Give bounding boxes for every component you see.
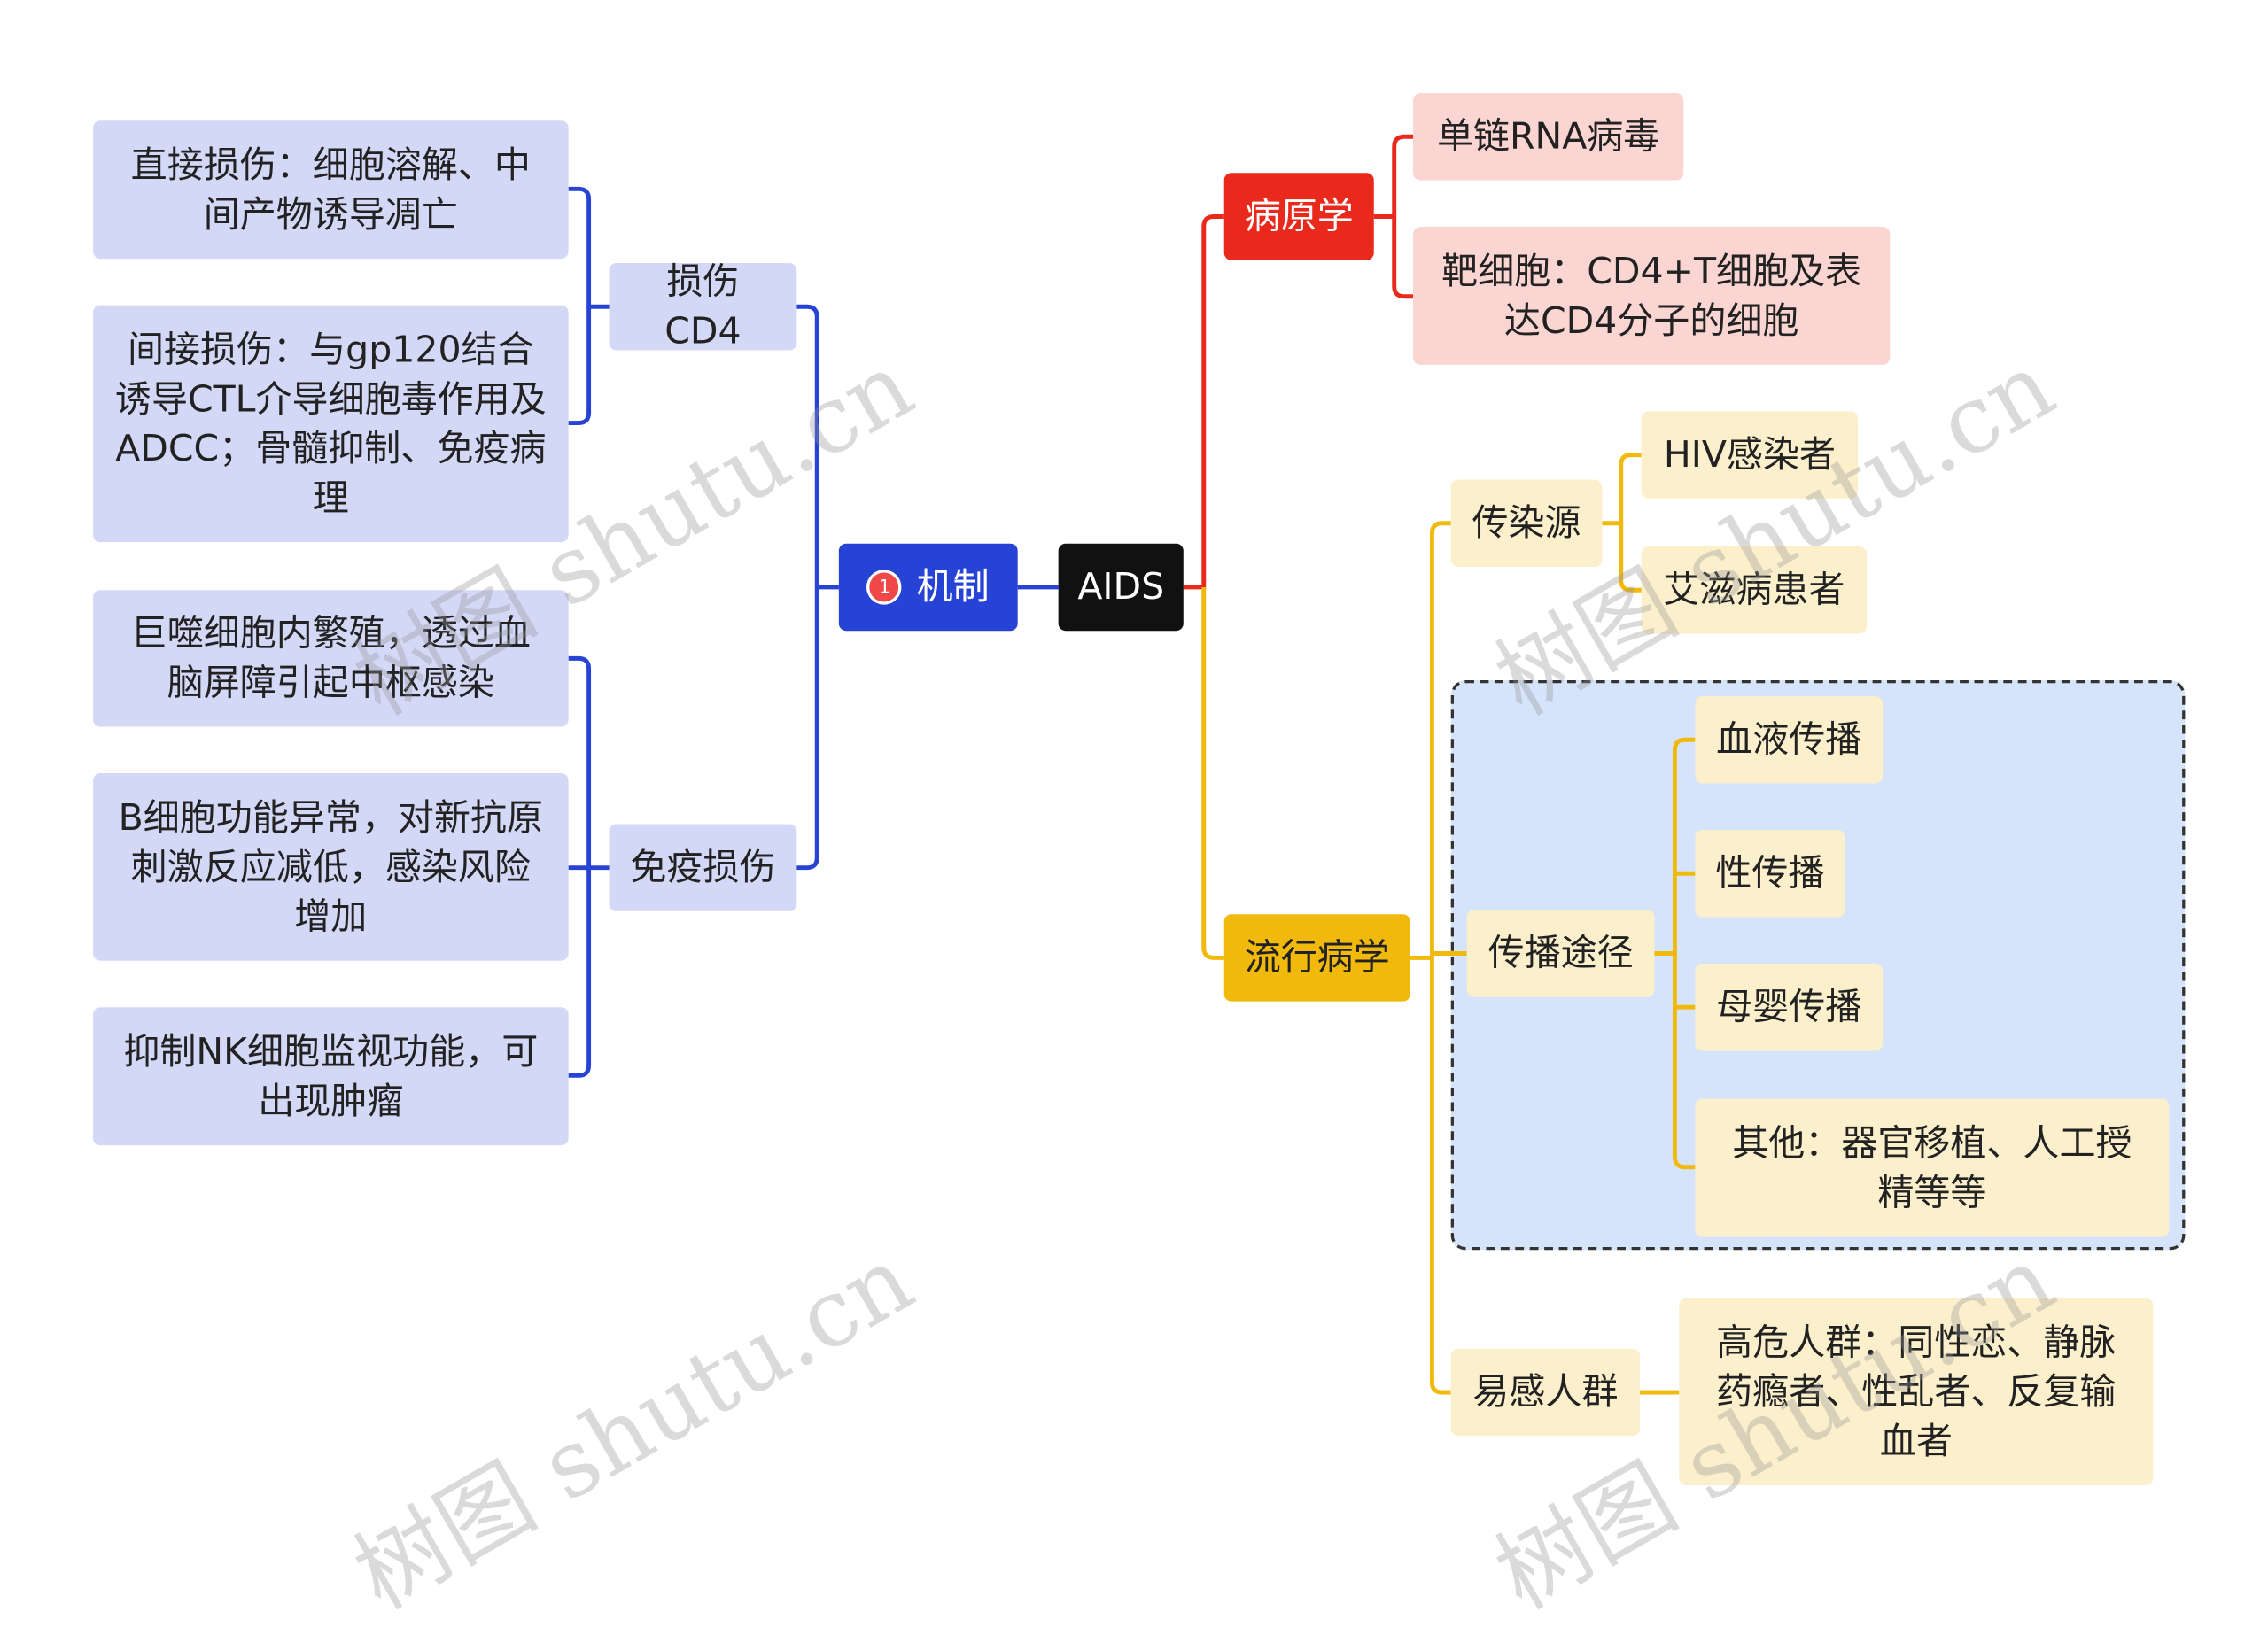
node-label: 血液传播 [1716, 717, 1862, 761]
node-transmission-route[interactable]: 传播途径 [1466, 910, 1655, 997]
connector-root-epidemiology [1201, 586, 1224, 960]
node-immune-damage[interactable]: 免疫损伤 [609, 824, 797, 911]
leaf-aids-patients[interactable]: 艾滋病患者 [1641, 546, 1868, 634]
connector-lines [568, 134, 1696, 1395]
node-label: 其他：器官移植、人工授精等等 [1732, 1121, 2132, 1213]
node-label: HIV感染者 [1663, 433, 1836, 476]
leaf-ssrna-virus[interactable]: 单链RNA病毒 [1413, 93, 1684, 181]
node-label: B细胞功能异常，对新抗原刺激反应减低，感染风险增加 [118, 795, 544, 937]
node-label: 单链RNA病毒 [1436, 114, 1660, 158]
leaf-target-cells[interactable]: 靶细胞：CD4+T细胞及表达CD4分子的细胞 [1413, 226, 1891, 365]
node-etiology[interactable]: 病原学 [1223, 173, 1374, 260]
node-infection-source[interactable]: 传染源 [1450, 479, 1603, 567]
node-label: 抑制NK细胞监视功能，可出现肿瘤 [123, 1029, 539, 1122]
node-susceptible[interactable]: 易感人群 [1450, 1348, 1641, 1437]
node-label: 靶细胞：CD4+T细胞及表达CD4分子的细胞 [1441, 249, 1862, 341]
leaf-nk-cell[interactable]: 抑制NK细胞监视功能，可出现肿瘤 [93, 1007, 569, 1146]
leaf-hiv-infected[interactable]: HIV感染者 [1641, 411, 1859, 499]
mindmap-canvas: AIDS 1 机制 损伤CD4 免疫损伤 直接损伤：细胞溶解、中间产物诱导凋亡 间… [93, 93, 2186, 1631]
connector-cd4-children [568, 186, 610, 425]
leaf-other-routes[interactable]: 其他：器官移植、人工授精等等 [1695, 1098, 2170, 1237]
leaf-indirect-damage[interactable]: 间接损伤：与gp120结合诱导CTL介导细胞毒作用及ADCC；骨髓抑制、免疫病理 [93, 305, 569, 543]
node-label: 病原学 [1244, 194, 1354, 237]
leaf-b-cell[interactable]: B细胞功能异常，对新抗原刺激反应减低，感染风险增加 [93, 773, 569, 961]
node-label: 损伤CD4 [664, 260, 742, 353]
node-label: 高危人群：同性恋、静脉药瘾者、性乱者、反复输血者 [1716, 1320, 2117, 1462]
node-label: 免疫损伤 [630, 846, 776, 888]
node-label: 传染源 [1472, 501, 1581, 544]
priority-1-icon: 1 [866, 570, 903, 605]
leaf-blood[interactable]: 血液传播 [1695, 696, 1884, 784]
leaf-mother-infant[interactable]: 母婴传播 [1695, 963, 1884, 1051]
node-label: 易感人群 [1472, 1370, 1619, 1414]
connector-immune-children [568, 655, 610, 1078]
connector-mechanism-branches [796, 304, 839, 871]
root-label: AIDS [1077, 565, 1165, 608]
node-label: 流行病学 [1244, 935, 1390, 979]
node-label: 传播途径 [1487, 931, 1634, 974]
leaf-direct-damage[interactable]: 直接损伤：细胞溶解、中间产物诱导凋亡 [93, 120, 569, 260]
node-label: 母婴传播 [1716, 985, 1862, 1028]
node-epidemiology[interactable]: 流行病学 [1223, 914, 1410, 1002]
connector-root-etiology [1183, 214, 1224, 590]
node-label: 巨噬细胞内繁殖，透过血脑屏障引起中枢感染 [130, 611, 531, 704]
node-label: 直接损伤：细胞溶解、中间产物诱导凋亡 [130, 143, 531, 236]
root-node-aids[interactable]: AIDS [1058, 543, 1184, 632]
node-label: 艾滋病患者 [1663, 568, 1845, 611]
leaf-macrophage[interactable]: 巨噬细胞内繁殖，透过血脑屏障引起中枢感染 [93, 590, 569, 727]
leaf-sexual[interactable]: 性传播 [1695, 830, 1845, 918]
node-mechanism[interactable]: 1 机制 [838, 543, 1018, 632]
leaf-high-risk[interactable]: 高危人群：同性恋、静脉药瘾者、性乱者、反复输血者 [1679, 1298, 2154, 1486]
connector-route-children [1654, 737, 1696, 1170]
node-mechanism-label: 机制 [916, 565, 990, 608]
node-cd4-damage[interactable]: 损伤CD4 [609, 260, 797, 352]
node-label: 性传播 [1715, 851, 1825, 895]
connector-epidemiology-children [1410, 521, 1467, 1395]
connector-source-children [1602, 453, 1642, 593]
node-label: 间接损伤：与gp120结合诱导CTL介导细胞毒作用及ADCC；骨髓抑制、免疫病理 [114, 328, 547, 519]
connector-etiology-children [1373, 134, 1414, 299]
